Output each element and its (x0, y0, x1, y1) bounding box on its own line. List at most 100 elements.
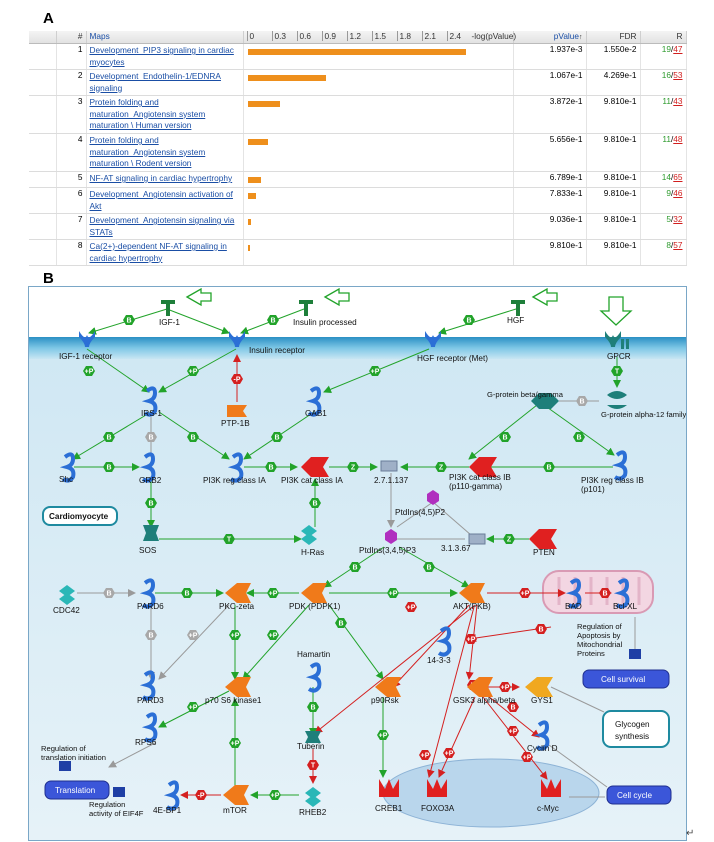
node-gab1[interactable] (305, 386, 322, 417)
map-link[interactable]: Development_Angiotensin activation of Ak… (89, 189, 233, 211)
node-mtor[interactable] (223, 785, 249, 805)
map-link[interactable]: Protein folding and maturation_Angiotens… (89, 135, 206, 168)
node-pi3k-cat-ia[interactable] (301, 457, 329, 477)
node-hras[interactable] (301, 525, 317, 545)
r-red-count[interactable]: 47 (673, 44, 683, 54)
mechanism-badge[interactable]: B (103, 462, 115, 472)
node-ptp1b[interactable] (227, 405, 247, 417)
node-cdc42[interactable] (59, 585, 75, 605)
mechanism-badge[interactable]: +P (369, 366, 381, 376)
mechanism-badge[interactable]: +P (229, 630, 241, 640)
mechanism-badge[interactable]: B (307, 702, 319, 712)
mechanism-badge[interactable]: B (309, 498, 321, 508)
r-red-count[interactable]: 57 (673, 240, 683, 250)
mechanism-badge[interactable]: B (187, 432, 199, 442)
node-pard3[interactable] (139, 670, 156, 701)
mechanism-badge[interactable]: B (265, 462, 277, 472)
header-pvalue[interactable]: pValue↑ (513, 31, 587, 44)
mechanism-badge[interactable]: +P (465, 634, 477, 644)
node-bad[interactable] (565, 578, 582, 609)
mechanism-badge[interactable]: T (223, 534, 235, 544)
mechanism-badge[interactable]: +P (229, 738, 241, 748)
mechanism-badge[interactable]: B (103, 588, 115, 598)
mechanism-badge[interactable]: +P (519, 588, 531, 598)
node-p90rsk[interactable] (375, 677, 401, 697)
mechanism-badge[interactable]: -P (195, 790, 207, 800)
mechanism-badge[interactable]: B (271, 432, 283, 442)
node-tuberin[interactable] (305, 731, 321, 743)
node-pkczeta[interactable] (225, 583, 251, 603)
receptor-met[interactable] (425, 331, 441, 347)
node-rheb2[interactable] (305, 787, 321, 807)
mechanism-badge[interactable]: B (543, 462, 555, 472)
mechanism-badge[interactable]: Z (347, 462, 359, 472)
mechanism-badge[interactable]: +P (521, 752, 533, 762)
map-link[interactable]: Development_Endothelin-1/EDNRA signaling (89, 71, 221, 93)
node-creb1[interactable] (379, 779, 399, 797)
r-red-count[interactable]: 48 (673, 134, 683, 144)
r-red-count[interactable]: 65 (673, 172, 683, 182)
mechanism-badge[interactable]: B (576, 396, 588, 406)
mechanism-badge[interactable]: +P (187, 702, 199, 712)
map-link[interactable]: Ca(2+)-dependent NF-AT signaling in card… (89, 241, 227, 263)
eif4f-link-icon[interactable] (113, 787, 125, 797)
node-bclxl[interactable] (613, 578, 630, 609)
node-gprotein-a12[interactable] (607, 391, 627, 409)
node-sos[interactable] (143, 525, 159, 541)
node-cyclind[interactable] (533, 720, 550, 751)
mechanism-badge[interactable]: +P (187, 366, 199, 376)
translation-link-icon[interactable] (59, 761, 71, 771)
node-4ebp1[interactable] (163, 780, 180, 811)
mechanism-badge[interactable]: +P (267, 630, 279, 640)
mechanism-badge[interactable]: +P (405, 602, 417, 612)
node-grb2[interactable] (139, 452, 156, 483)
mechanism-badge[interactable]: T (307, 760, 319, 770)
ligand-insulin[interactable] (299, 287, 350, 316)
mechanism-badge[interactable]: B (423, 562, 435, 572)
mechanism-badge[interactable]: B (123, 315, 135, 325)
node-gsk3[interactable] (467, 677, 493, 697)
mechanism-badge[interactable]: B (507, 702, 519, 712)
ligand-hgf[interactable] (511, 287, 558, 316)
node-ec-3-1-3-67[interactable] (468, 533, 486, 545)
receptor-gpcr[interactable] (605, 331, 629, 349)
receptor-igf1r[interactable] (79, 331, 95, 347)
r-red-count[interactable]: 32 (673, 214, 683, 224)
mechanism-badge[interactable]: B (335, 618, 347, 628)
apoptosis-link-icon[interactable] (629, 649, 641, 659)
node-pard6[interactable] (139, 578, 156, 609)
mechanism-badge[interactable]: +P (269, 790, 281, 800)
node-ptdins45p2[interactable] (427, 490, 439, 505)
header-maps[interactable]: Maps (86, 31, 244, 44)
map-link[interactable]: Development_Angiotensin signaling via ST… (89, 215, 235, 237)
map-link[interactable]: Development_PIP3 signaling in cardiac my… (89, 45, 234, 67)
mechanism-badge[interactable]: +P (267, 588, 279, 598)
mechanism-badge[interactable]: +P (443, 748, 455, 758)
mechanism-badge[interactable]: +P (499, 682, 511, 692)
receptor-insr[interactable] (229, 331, 245, 347)
cell-cycle-box[interactable] (606, 785, 672, 805)
node-rps6[interactable] (141, 712, 158, 743)
node-ec-2-7-1-137[interactable] (380, 460, 398, 472)
mechanism-badge[interactable]: Z (503, 534, 515, 544)
mechanism-badge[interactable]: Z (435, 462, 447, 472)
node-akt[interactable] (459, 583, 485, 603)
node-cmyc[interactable] (541, 779, 561, 797)
r-red-count[interactable]: 43 (673, 96, 683, 106)
cell-survival-box[interactable] (582, 669, 670, 689)
node-p70s6[interactable] (225, 677, 251, 697)
mechanism-badge[interactable]: +P (507, 726, 519, 736)
node-gys1[interactable] (525, 677, 553, 697)
mechanism-badge[interactable]: B (463, 315, 475, 325)
header-num[interactable]: # (56, 31, 87, 44)
mechanism-badge[interactable]: +P (387, 588, 399, 598)
r-red-count[interactable]: 46 (673, 188, 683, 198)
translation-box[interactable] (44, 780, 110, 800)
